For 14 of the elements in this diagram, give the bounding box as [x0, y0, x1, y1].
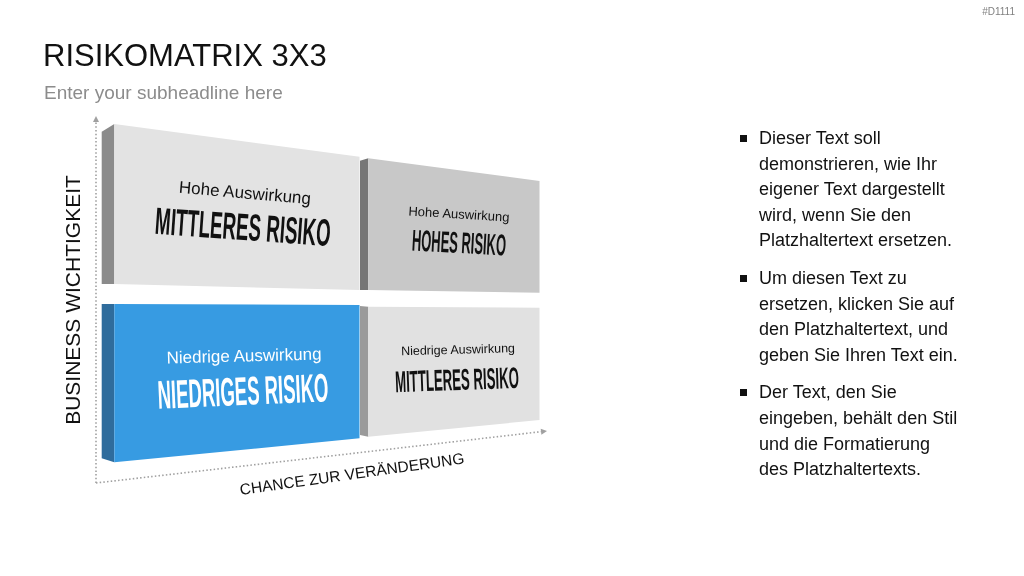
slide-id-label: #D1111 — [982, 6, 1015, 18]
bullet-text: Um diesen Text zu ersetzen, klicken Sie auf den Platzhaltertext, und geben Sie Ihren Text ein. — [759, 266, 959, 367]
impact-label: Niedrige Auswirkung — [166, 345, 322, 367]
subtitle: Enter your subheadline here — [44, 82, 283, 105]
axis-label: BUSINESS WICHTIGKEIT — [61, 175, 83, 425]
bullet-text: Dieser Text soll demonstrieren, wie Ihr eigener Text dargestellt wird, wenn Sie den Platzhaltertext ersetzen. — [759, 127, 954, 253]
impact-label: Hohe Auswirkung — [408, 204, 510, 224]
impact-label: Hohe Auswirkung — [178, 178, 312, 208]
risk-level-label: HOHES RISIKO — [411, 225, 507, 261]
risk-level-label: MITTLERES RISIKO — [394, 362, 520, 398]
bullet-text: Der Text, den Sie eingeben, behält den Stil und die Formatierung des Platzhaltertexts. — [759, 381, 959, 482]
risk-level-label: NIEDRIGES RISIKO — [156, 367, 330, 415]
impact-label: Niedrige Auswirkung — [400, 342, 516, 358]
slide-title: RISIKOMATRIX 3X3 — [43, 39, 327, 74]
